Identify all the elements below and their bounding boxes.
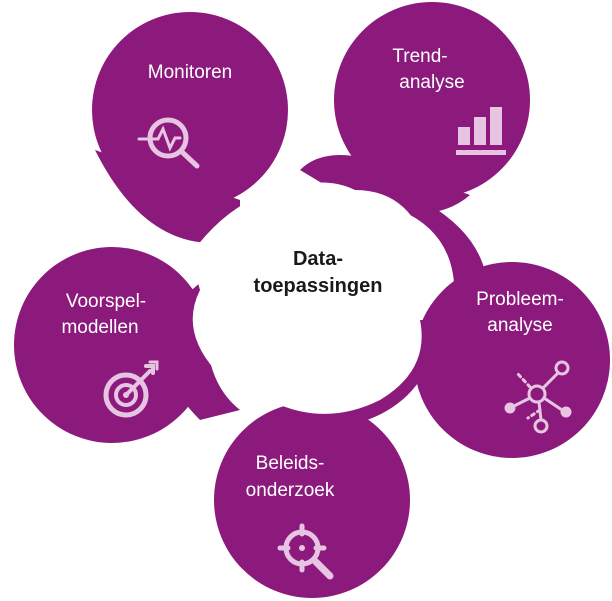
petal-trend-label-1: Trend- [392, 46, 447, 67]
petal-monitoren-shape [92, 12, 288, 208]
petal-probleem-analyse[interactable]: Probleem- analyse [400, 205, 610, 458]
petal-voorspel-label-2: modellen [61, 317, 138, 338]
center-title-line1: Data- [293, 248, 343, 270]
center-hub: Data- toepassingen [190, 182, 433, 414]
petal-voorspel-shape [14, 247, 210, 443]
petal-voorspel-label-1: Voorspel- [66, 291, 146, 312]
petal-trend-shape [334, 2, 530, 198]
petal-probleem-label-1: Probleem- [476, 289, 564, 310]
petal-beleids-label-1: Beleids- [256, 453, 325, 474]
target-arrow-icon [103, 360, 159, 418]
bar-chart-icon [456, 107, 506, 155]
petal-beleids-onderzoek[interactable]: Beleids- onderzoek [214, 320, 440, 598]
petal-monitoren[interactable]: Monitoren [92, 12, 288, 244]
petal-beleids-label-2: onderzoek [246, 480, 335, 501]
center-title-line2: toepassingen [254, 275, 383, 297]
crosshair-magnifier-icon [277, 523, 334, 580]
petals: Monitoren Trend- analyse Proble [14, 2, 610, 598]
network-nodes-icon [504, 360, 572, 434]
petal-trend-label-2: analyse [399, 72, 465, 93]
petal-monitoren-label: Monitoren [148, 62, 233, 83]
petal-beleids-shape [214, 402, 410, 598]
petal-trend-analyse[interactable]: Trend- analyse [300, 2, 530, 214]
petal-probleem-label-2: analyse [487, 315, 553, 336]
magnifier-pulse-icon [137, 117, 200, 169]
